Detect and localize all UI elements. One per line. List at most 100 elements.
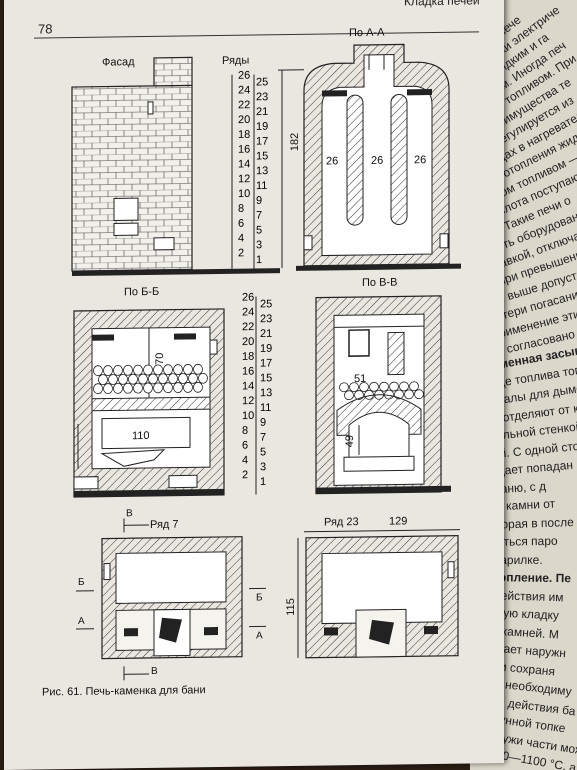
stone [123, 364, 133, 376]
mark-b-left: Б [78, 576, 85, 588]
stone [153, 364, 163, 376]
rows-scale-bottom: 2624222018161412108642252321191715131197… [242, 292, 272, 495]
stone [379, 381, 389, 392]
stone [128, 373, 138, 385]
stone [389, 381, 399, 392]
dim-flue-1: 26 [326, 155, 339, 168]
row-number-odd: 7 [260, 432, 266, 444]
stone [399, 381, 409, 392]
stone [113, 365, 123, 376]
stone [183, 364, 193, 375]
stone [93, 365, 103, 377]
dim-flue-3: 26 [414, 154, 427, 167]
row-number-even: 6 [238, 218, 244, 230]
stone [193, 363, 203, 375]
row-number-even: 22 [242, 321, 254, 333]
row-number-odd: 13 [256, 165, 268, 177]
stone [178, 373, 188, 384]
stone [143, 382, 153, 394]
row-number-odd: 13 [260, 387, 272, 399]
row-number-odd: 5 [256, 224, 262, 236]
row-number-even: 8 [242, 425, 248, 437]
row-number-odd: 25 [260, 298, 272, 310]
row-number-even: 12 [238, 173, 250, 185]
dim-vault: 51 [354, 372, 367, 386]
row-number-odd: 19 [256, 121, 268, 133]
stone [113, 383, 123, 394]
section-vv [315, 295, 451, 495]
dim-door: 49 [344, 434, 357, 448]
dim-height: 182 [289, 132, 302, 152]
stone [344, 390, 354, 401]
row-number-odd: 19 [260, 343, 272, 355]
row-number-odd: 15 [260, 372, 272, 384]
row-number-odd: 5 [260, 446, 266, 458]
mark-v-bottom: В [151, 665, 158, 677]
row-number-even: 24 [238, 84, 250, 96]
stone [163, 364, 173, 376]
row-number-even: 20 [238, 114, 250, 126]
label-rows-top: Ряды [222, 54, 250, 67]
stone [183, 382, 193, 393]
row-number-even: 20 [242, 336, 254, 348]
stone [138, 373, 148, 385]
row7-plan [76, 518, 266, 681]
stone [108, 374, 118, 385]
row-number-odd: 9 [260, 417, 266, 429]
label-section-bb: По Б-Б [124, 285, 160, 299]
row-number-even: 2 [238, 247, 244, 259]
row-number-even: 16 [242, 366, 254, 378]
row-number-even: 22 [238, 99, 250, 111]
stone [193, 381, 203, 393]
row-number-odd: 11 [260, 402, 271, 414]
row-number-even: 16 [238, 144, 250, 156]
mark-v-top: В [126, 508, 133, 520]
stone [349, 382, 359, 393]
row-number-odd: 23 [260, 313, 272, 325]
stone [133, 364, 143, 376]
row-number-odd: 17 [260, 357, 272, 369]
row-number-even: 26 [238, 70, 250, 82]
row-number-even: 10 [238, 188, 250, 200]
stone [133, 382, 143, 394]
dim-firebox: 110 [132, 429, 150, 443]
row-number-even: 2 [242, 469, 248, 481]
label-row23: Ряд 23 [324, 516, 359, 529]
stone [198, 372, 208, 384]
stone [103, 365, 113, 376]
row-number-even: 18 [238, 129, 250, 141]
stone [369, 381, 379, 392]
row-number-odd: 21 [260, 328, 272, 340]
row-number-odd: 9 [256, 195, 262, 207]
row-number-even: 24 [242, 306, 254, 318]
row-number-odd: 17 [256, 136, 268, 148]
row-number-even: 26 [242, 292, 254, 304]
row-number-odd: 21 [256, 106, 268, 118]
row-number-even: 14 [238, 158, 250, 170]
row-number-even: 4 [242, 454, 248, 466]
stone [158, 373, 168, 385]
stone [173, 364, 183, 375]
stone [118, 373, 128, 385]
row-number-even: 12 [242, 395, 254, 407]
row-number-even: 14 [242, 380, 254, 392]
stone [359, 382, 369, 392]
stone [93, 383, 103, 395]
row-number-odd: 15 [256, 150, 268, 162]
stone [409, 381, 419, 392]
stone [103, 383, 113, 394]
mark-a-left: А [78, 615, 85, 627]
stone [339, 382, 349, 393]
stone [168, 373, 178, 385]
stone [404, 389, 414, 400]
section-bb [73, 308, 225, 498]
row-number-even: 6 [242, 440, 248, 452]
stone [148, 373, 158, 385]
row-number-odd: 23 [256, 91, 268, 103]
row-number-even: 4 [238, 232, 244, 244]
facade-view [71, 56, 280, 277]
rows-scale-top: 2624222018161412108642252321191715131197… [231, 70, 268, 269]
mark-a-right: А [256, 630, 263, 642]
figure-caption: Рис. 61. Печь-каменка для бани [42, 684, 206, 699]
